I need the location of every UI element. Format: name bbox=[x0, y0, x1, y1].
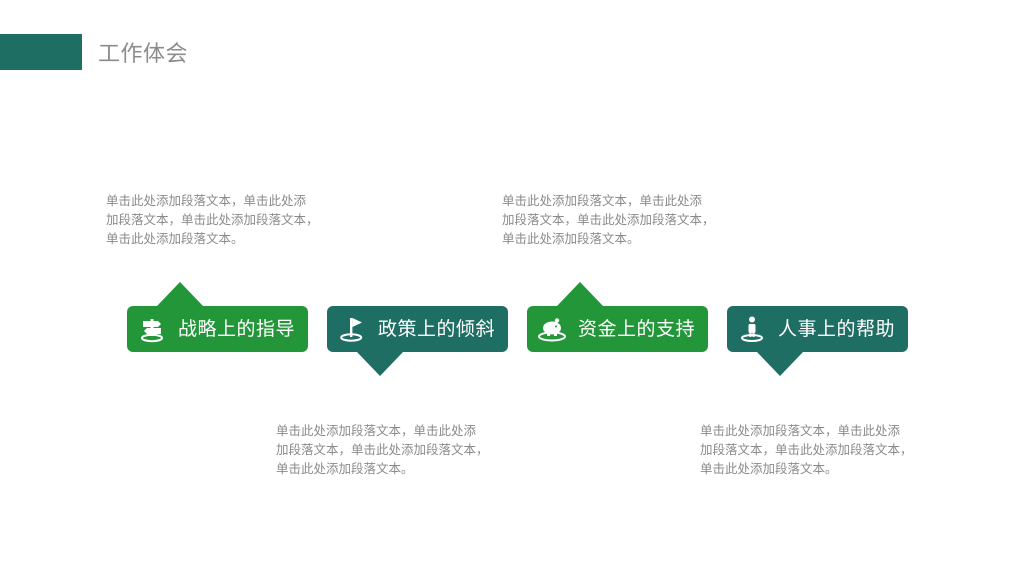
card-strategy-guidance[interactable]: 战略上的指导 bbox=[127, 282, 308, 352]
page-title: 工作体会 bbox=[98, 42, 189, 67]
description-strategy: 单击此处添加段落文本，单击此处添 加段落文本，单击此处添加段落文本， 单击此处添… bbox=[106, 193, 319, 246]
signpost-icon bbox=[137, 314, 167, 344]
flag-icon bbox=[337, 314, 367, 344]
card-pointer-down bbox=[357, 352, 403, 376]
card-personnel-help[interactable]: 人事上的帮助 bbox=[727, 306, 908, 376]
description-personnel: 单击此处添加段落文本，单击此处添 加段落文本，单击此处添加段落文本， 单击此处添… bbox=[700, 423, 913, 476]
card-pointer-up bbox=[157, 282, 203, 306]
card-label: 资金上的支持 bbox=[578, 318, 696, 340]
piggy-bank-icon bbox=[537, 314, 567, 344]
card-policy-preference[interactable]: 政策上的倾斜 bbox=[327, 306, 508, 376]
description-policy: 单击此处添加段落文本，单击此处添 加段落文本，单击此处添加段落文本， 单击此处添… bbox=[276, 423, 489, 476]
card-label: 政策上的倾斜 bbox=[378, 318, 496, 340]
description-funding: 单击此处添加段落文本，单击此处添 加段落文本，单击此处添加段落文本， 单击此处添… bbox=[502, 193, 715, 246]
card-label: 战略上的指导 bbox=[178, 318, 296, 340]
card-label: 人事上的帮助 bbox=[778, 318, 896, 340]
person-icon bbox=[737, 314, 767, 344]
card-pointer-down bbox=[757, 352, 803, 376]
card-pointer-up bbox=[557, 282, 603, 306]
card-funding-support[interactable]: 资金上的支持 bbox=[527, 282, 708, 352]
title-accent-bar bbox=[0, 34, 82, 70]
